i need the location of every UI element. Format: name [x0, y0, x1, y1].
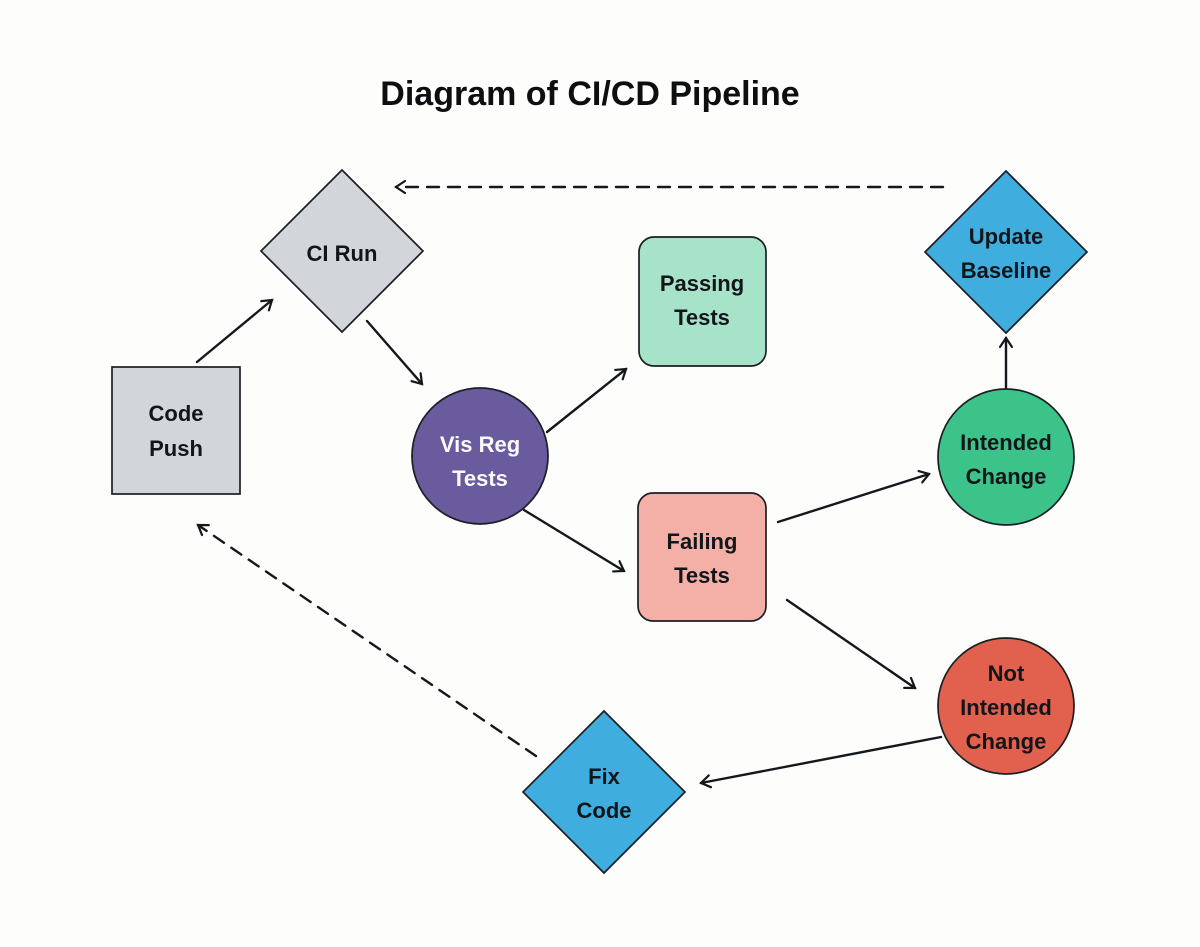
edge-fix-code-to-code-push-dashed [196, 523, 538, 758]
code-push-label-line2: Push [149, 436, 203, 461]
fix-code-label-line1: Fix [588, 764, 621, 789]
node-not-intended-change: Not Intended Change [937, 637, 1075, 775]
vis-reg-tests-label-line2: Tests [452, 466, 508, 491]
failing-tests-label-line2: Tests [674, 563, 730, 588]
failing-tests-label-line1: Failing [667, 529, 738, 554]
edge-ci-run-to-vis-reg-tests [365, 319, 424, 386]
edge-vis-reg-tests-to-failing-tests [522, 508, 626, 573]
intended-change-shape [937, 388, 1075, 526]
node-fix-code: Fix Code [521, 709, 687, 875]
passing-tests-label-line2: Tests [674, 305, 730, 330]
vis-reg-tests-shape [411, 387, 549, 525]
update-baseline-shape [923, 169, 1089, 335]
code-push-label-line1: Code [149, 401, 204, 426]
update-baseline-label-line2: Baseline [961, 258, 1052, 283]
not-intended-change-label-line3: Change [966, 729, 1047, 754]
edge-failing-tests-to-intended-change [776, 469, 931, 524]
update-baseline-label-line1: Update [969, 224, 1044, 249]
node-failing-tests: Failing Tests [637, 492, 767, 622]
node-ci-run: CI Run [259, 168, 425, 334]
edge-not-intended-change-to-fix-code [699, 735, 943, 789]
ci-run-label: CI Run [307, 241, 378, 266]
intended-change-label-line1: Intended [960, 430, 1052, 455]
edge-vis-reg-tests-to-passing-tests [545, 367, 628, 434]
fix-code-label-line2: Code [577, 798, 632, 823]
page-title: Diagram of CI/CD Pipeline [380, 75, 799, 113]
failing-tests-shape [637, 492, 767, 622]
fix-code-shape [521, 709, 687, 875]
intended-change-label-line2: Change [966, 464, 1047, 489]
node-intended-change: Intended Change [937, 388, 1075, 526]
not-intended-change-label-line2: Intended [960, 695, 1052, 720]
edge-failing-tests-to-not-intended-change [785, 598, 917, 690]
edge-code-push-to-ci-run [195, 298, 274, 364]
code-push-shape [111, 366, 241, 495]
node-passing-tests: Passing Tests [638, 236, 767, 367]
ci-run-shape [259, 168, 425, 334]
passing-tests-shape [638, 236, 767, 367]
vis-reg-tests-label-line1: Vis Reg [440, 432, 520, 457]
node-code-push: Code Push [111, 366, 241, 495]
not-intended-change-label-line1: Not [988, 661, 1025, 686]
node-update-baseline: Update Baseline [923, 169, 1089, 335]
node-vis-reg-tests: Vis Reg Tests [411, 387, 549, 525]
not-intended-change-shape [937, 637, 1075, 775]
passing-tests-label-line1: Passing [660, 271, 744, 296]
